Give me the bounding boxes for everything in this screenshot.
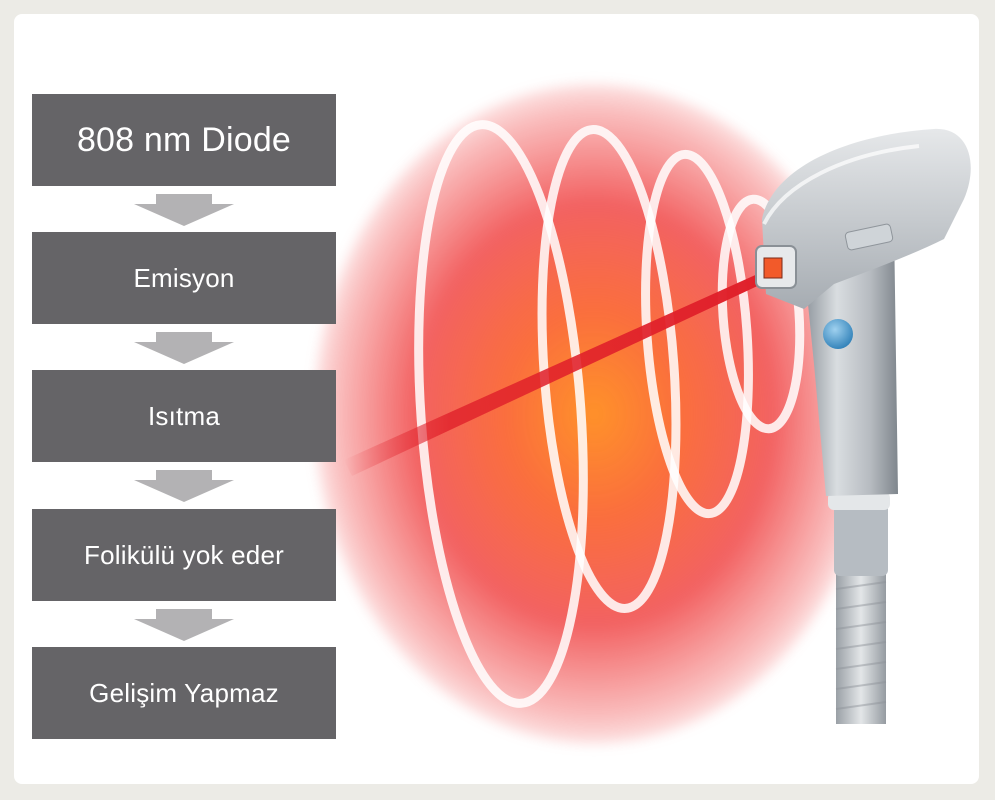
down-arrow-icon bbox=[134, 470, 234, 502]
down-arrow-icon bbox=[134, 609, 234, 641]
step-emisyon: Emisyon bbox=[32, 232, 336, 324]
down-arrow-icon bbox=[134, 332, 234, 364]
step-gelisim-yapmaz: Gelişim Yapmaz bbox=[32, 647, 336, 739]
heat-ring bbox=[401, 119, 601, 709]
step-isitma: Isıtma bbox=[32, 370, 336, 462]
handpiece-button bbox=[823, 319, 853, 349]
handpiece-cable bbox=[828, 492, 890, 724]
diagram-frame: 808 nm Diode Emisyon Isıtma Folikülü yok… bbox=[14, 14, 979, 784]
step-folikulu-yok-eder: Folikülü yok eder bbox=[32, 509, 336, 601]
down-arrow-icon bbox=[134, 194, 234, 226]
step-808nm-diode: 808 nm Diode bbox=[32, 94, 336, 186]
